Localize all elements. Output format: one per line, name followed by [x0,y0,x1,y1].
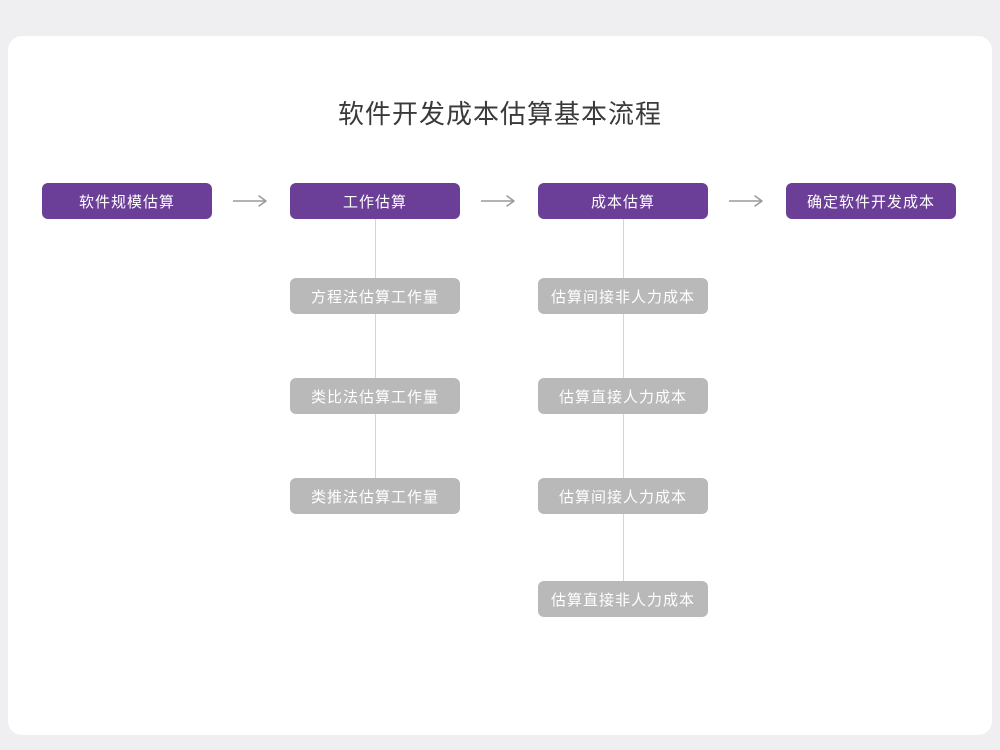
arrow-right-icon [480,194,518,208]
page-title: 软件开发成本估算基本流程 [337,99,662,129]
flow-step-software-scale-estimation: 软件规模估算 [42,183,212,219]
connector-work-column-line [375,219,376,497]
substep-analogy-method: 类比法估算工作量 [290,378,460,414]
substep-direct-nonlabor-cost: 估算直接非人力成本 [538,581,708,617]
substep-direct-labor-cost: 估算直接人力成本 [538,378,708,414]
substep-extrapolation-method: 类推法估算工作量 [290,478,460,514]
arrow-right-icon [728,194,766,208]
flow-step-work-estimation: 工作估算 [290,183,460,219]
flowchart-card: 软件开发成本估算基本流程 软件规模估算 工作估算 成本估算 确定软件开发成本 方… [8,36,992,735]
substep-indirect-nonlabor-cost: 估算间接非人力成本 [538,278,708,314]
substep-indirect-labor-cost: 估算间接人力成本 [538,478,708,514]
substep-equation-method: 方程法估算工作量 [290,278,460,314]
arrow-right-icon [232,194,270,208]
flow-step-cost-estimation: 成本估算 [538,183,708,219]
flow-step-determine-dev-cost: 确定软件开发成本 [786,183,956,219]
